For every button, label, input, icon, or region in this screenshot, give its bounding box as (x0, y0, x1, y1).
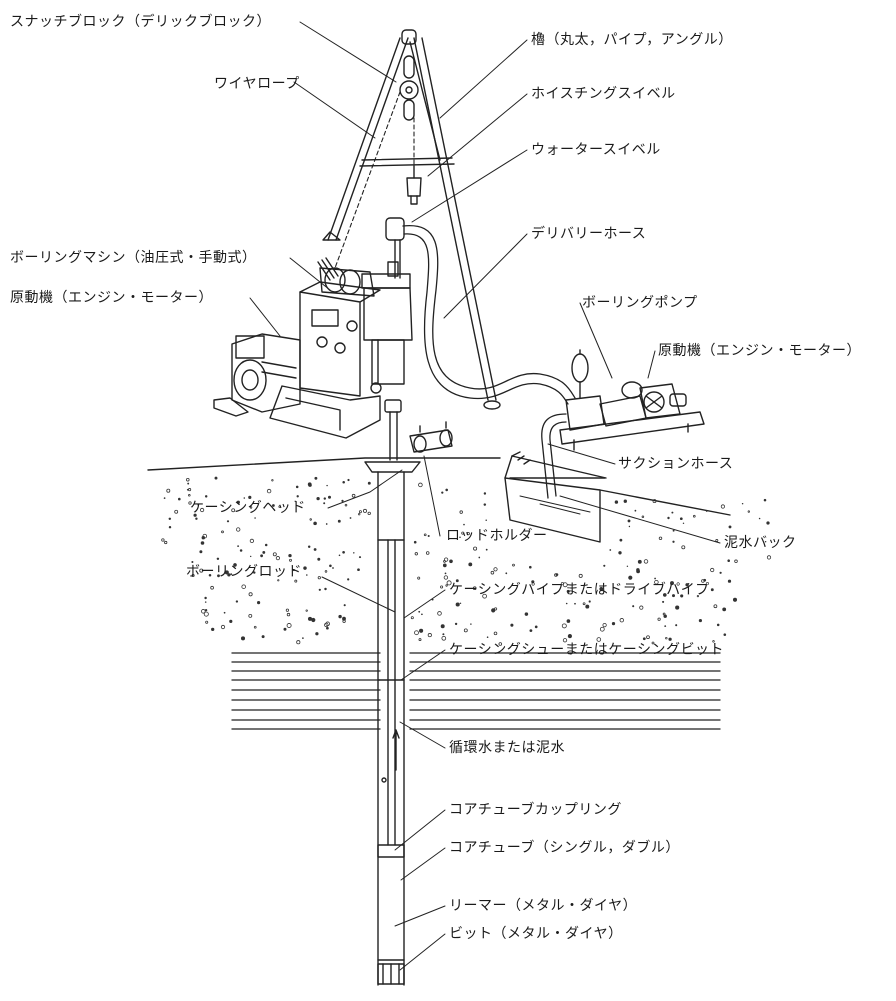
label-hoisting-swivel: ホイスチングスイベル (531, 86, 676, 102)
label-snatch-block: スナッチブロック（デリックブロック） (10, 14, 271, 30)
label-suction-hose: サクションホース (618, 456, 734, 472)
rod-holder (409, 421, 453, 453)
prime-mover-right (621, 381, 687, 419)
boring-machine (269, 257, 413, 439)
label-prime-mover-left: 原動機（エンジン・モーター） (10, 290, 213, 306)
boring-pump (559, 349, 705, 451)
label-prime-mover-right: 原動機（エンジン・モーター） (658, 343, 861, 359)
label-bit: ビット（メタル・ダイヤ） (449, 926, 623, 942)
label-wire-rope: ワイヤロープ (214, 76, 300, 92)
water-swivel (385, 217, 405, 279)
label-derrick: 櫓（丸太，パイプ，アングル） (531, 32, 733, 48)
snatch-block (399, 29, 419, 121)
label-boring-machine: ボーリングマシン（油圧式・手動式） (10, 250, 257, 266)
label-rod-holder: ロッドホルダー (446, 528, 548, 544)
label-reamer: リーマー（メタル・ダイヤ） (449, 898, 638, 914)
rod-and-casing (364, 399, 421, 986)
label-mud-tank: 泥水バック (724, 535, 797, 551)
label-delivery-hose: デリバリーホース (531, 226, 647, 242)
label-water-swivel: ウォータースイベル (531, 142, 661, 158)
prime-mover-left (213, 333, 301, 417)
label-core-tube-coupling: コアチューブカップリング (449, 802, 622, 818)
label-casing-shoe: ケーシングシューまたはケーシングビット (449, 642, 724, 658)
ground-surface (147, 457, 731, 516)
label-boring-pump: ボーリングポンプ (582, 295, 698, 311)
wire-rope (334, 91, 415, 269)
delivery-hose (402, 225, 576, 405)
label-boring-rod: ボーリングロッド (186, 564, 302, 580)
hoisting-swivel (406, 165, 422, 205)
label-casing-head: ケーシングヘッド (190, 500, 306, 516)
clay-layer-lines (231, 652, 721, 730)
label-circulating-water: 循環水または泥水 (449, 740, 565, 756)
label-core-tube: コアチューブ（シングル，ダブル） (449, 840, 680, 856)
label-casing-pipe: ケーシングパイプまたはドライブパイプ (449, 582, 710, 598)
soil-dots (161, 476, 772, 646)
leader-lines (249, 21, 721, 971)
derrick-tripod (322, 37, 501, 410)
suction-hose (541, 413, 567, 499)
mud-tank (504, 451, 607, 543)
